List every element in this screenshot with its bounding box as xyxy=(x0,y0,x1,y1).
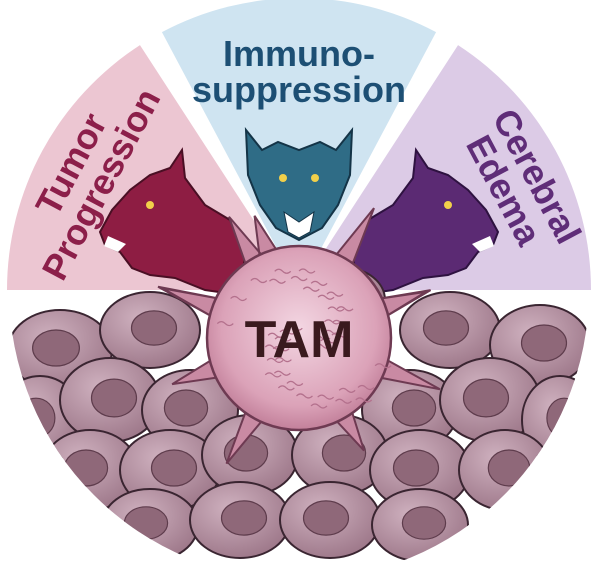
tumor-cell xyxy=(399,291,501,369)
tumor-cell xyxy=(439,357,541,443)
tumor-cell xyxy=(279,481,381,559)
wolf-head-icon xyxy=(244,126,354,242)
tam-macrophage-cell xyxy=(157,207,441,465)
cell-nucleus xyxy=(150,449,198,487)
label-suppression: suppression xyxy=(192,69,406,110)
cell-nucleus xyxy=(422,310,470,346)
wolf-head-icon xyxy=(98,147,247,297)
cell-nucleus xyxy=(123,506,169,540)
cell-nucleus xyxy=(220,500,268,536)
cell-nucleus xyxy=(462,378,510,418)
cell-nucleus xyxy=(31,329,80,367)
cell-nucleus xyxy=(392,449,440,487)
tumor-cell xyxy=(59,357,161,443)
cell-nucleus xyxy=(16,397,56,439)
sector-immunosuppression xyxy=(161,0,437,290)
cell-nucleus xyxy=(63,449,109,487)
tumor-cell xyxy=(99,291,201,369)
wolf-head-icon xyxy=(351,147,500,297)
cell-nucleus xyxy=(130,310,178,346)
cell-nucleus xyxy=(546,397,582,439)
cell-nucleus xyxy=(401,506,447,540)
cell-nucleus xyxy=(321,434,367,472)
cell-nucleus xyxy=(302,500,350,536)
cell-nucleus xyxy=(90,378,138,418)
tumor-cell xyxy=(189,481,291,559)
tumor-cell xyxy=(458,429,552,511)
cell-nucleus xyxy=(163,389,209,427)
cell-nucleus xyxy=(520,324,568,362)
cell-nucleus xyxy=(487,449,531,487)
tumor-cell xyxy=(291,414,389,496)
tumor-cell xyxy=(201,414,299,496)
tumor-cell xyxy=(101,488,199,562)
cell-nucleus xyxy=(391,389,437,427)
label-immuno: Immuno- xyxy=(223,33,375,74)
tumor-cell xyxy=(371,488,469,562)
tam-label: TAM xyxy=(245,311,354,369)
